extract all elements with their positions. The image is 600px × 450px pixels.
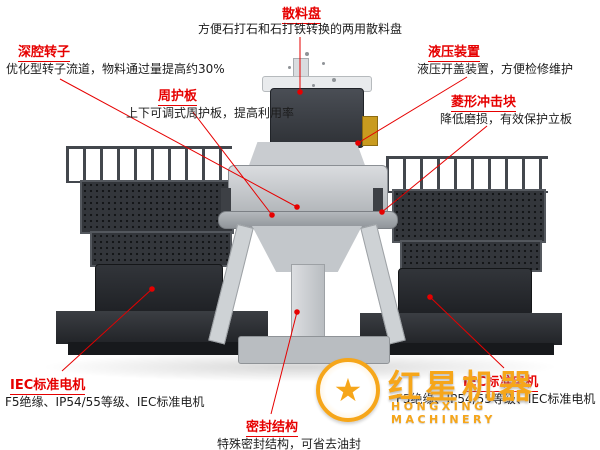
callout-guard-desc: 上下可调式周护板，提高利用率 — [126, 106, 295, 120]
right-motor-housing — [398, 268, 532, 316]
hongxing-logo: ★ 红星机器 HONGXING MACHINERY — [312, 354, 596, 426]
callout-seal-desc: 特殊密封结构，可省去油封 — [217, 437, 362, 450]
right-hinge-detail — [373, 188, 383, 214]
callout-seal-title: 密封结构 — [246, 416, 299, 437]
feed-hopper — [270, 88, 364, 148]
left-perforated-panel-lower — [90, 231, 232, 267]
callout-motor-left-title: IEC标准电机 — [10, 374, 86, 395]
right-base-foot — [372, 343, 554, 355]
callout-disperser-desc: 方便石打石和石打铁转换的两用散料盘 — [197, 22, 403, 36]
left-motor-housing — [95, 264, 223, 316]
star-glyph: ★ — [333, 371, 363, 409]
callout-motor-right-desc: F5绝缘、IP54/55等级、IEC标准电机 — [396, 392, 596, 406]
gravel-particle — [305, 52, 309, 56]
gravel-particle — [288, 66, 291, 69]
logo-name-en: HONGXING MACHINERY — [391, 400, 496, 426]
right-perforated-panel-lower — [400, 240, 542, 272]
crusher-upper-casing — [248, 142, 366, 168]
left-base-foot — [68, 342, 260, 355]
callout-rotor-desc: 优化型转子流道，物料通过量提高约30% — [6, 62, 225, 76]
gravel-particle — [312, 84, 315, 87]
callout-impact-block-title: 菱形冲击块 — [451, 91, 517, 112]
callout-disperser-title: 散料盘 — [282, 3, 322, 24]
callout-hydraulic-desc: 液压开盖装置，方便检修维护 — [417, 62, 574, 76]
center-base-pedestal — [238, 336, 390, 364]
hongxing-star-icon: ★ — [316, 358, 380, 422]
gravel-particle — [322, 62, 325, 65]
callout-motor-left-desc: F5绝缘、IP54/55等级、IEC标准电机 — [5, 395, 205, 409]
logo-name-cn: 红星机器 — [388, 367, 536, 406]
callout-impact-block-desc: 降低磨损，有效保护立板 — [440, 112, 573, 126]
callout-rotor-title: 深腔转子 — [18, 41, 71, 62]
callout-hydraulic-title: 液压装置 — [428, 41, 481, 62]
callout-guard-title: 周护板 — [158, 85, 198, 106]
gravel-particle — [332, 78, 336, 82]
callout-motor-right-title: IEC标准电机 — [463, 371, 539, 392]
left-base-frame — [56, 311, 268, 344]
left-hinge-detail — [221, 188, 231, 214]
